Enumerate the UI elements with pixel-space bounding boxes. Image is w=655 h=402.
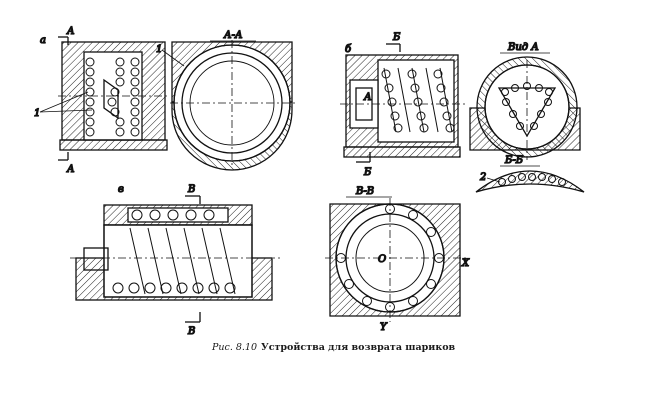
section-v-v-center: О: [378, 254, 386, 265]
view-v-screw-threads: [112, 209, 236, 295]
view-a-callout-1: 1: [34, 108, 40, 119]
view-a-section: А-А 1: [155, 29, 296, 171]
view-v-section: В-В X Y О: [325, 185, 471, 334]
figure-caption-text: Устройства для возврата шариков: [261, 342, 455, 353]
view-b-side: Вид А Б-Б 2: [469, 41, 585, 193]
view-a-front: а А 1 А: [33, 25, 170, 176]
view-a-section-mark-bottom: А: [66, 164, 75, 175]
section-b-b-title: Б-Б: [504, 155, 524, 166]
view-v-section-mark-bottom: В: [187, 326, 195, 337]
section-v-v-axis-y: Y: [380, 322, 388, 333]
section-v-v-title: В-В: [355, 186, 374, 197]
view-b-section-mark-bottom: Б: [363, 167, 372, 178]
view-v-section-mark-top: В: [187, 184, 195, 195]
view-b-inner-mark: А: [363, 92, 372, 103]
view-v-letter: в: [118, 184, 124, 195]
view-a-ball-columns: [85, 57, 140, 137]
view-b-ball-helix: [381, 67, 455, 133]
view-v-front: в В В: [70, 183, 280, 338]
figure-caption-number: Рис. 8.10: [211, 342, 257, 353]
section-v-v-axis-x: X: [461, 258, 470, 269]
view-b-front: б Б А Б: [340, 31, 466, 179]
section-a-a-title: А-А: [223, 30, 243, 41]
section-a-a-callout-1: 1: [156, 44, 162, 55]
section-b-b-callout-2: 2: [479, 172, 486, 183]
view-b-view-title: Вид А: [507, 42, 539, 53]
view-b-section-mark-top: Б: [392, 32, 401, 43]
view-a-letter: а: [40, 35, 46, 46]
figure-caption: Рис. 8.10 Устройства для возврата шариков: [211, 342, 456, 353]
view-a-section-mark-top: А: [66, 26, 75, 37]
view-b-letter: б: [345, 44, 352, 55]
